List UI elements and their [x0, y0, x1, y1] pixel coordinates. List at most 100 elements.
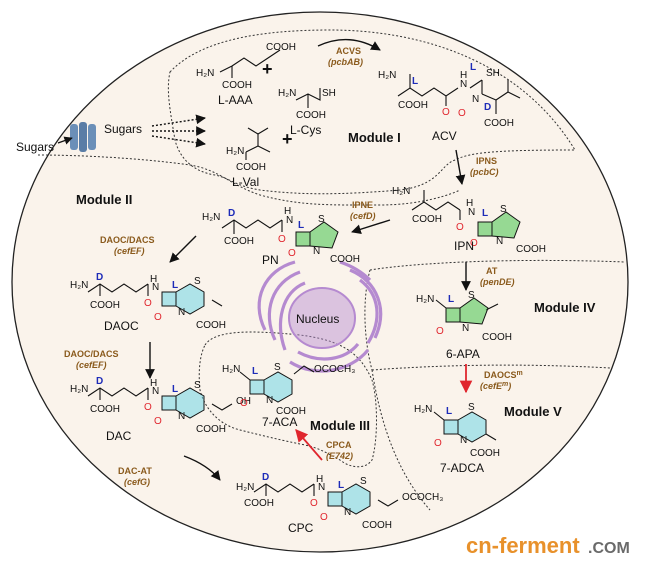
acv-label: ACV	[432, 129, 457, 143]
daocs-enzyme-name: DAOCS	[484, 370, 517, 380]
pn-cooh-right: COOH	[330, 254, 360, 265]
acv-stereo-d: D	[484, 102, 491, 113]
dac-cooh-right: COOH	[196, 424, 226, 435]
membrane-transporter-icon	[70, 122, 96, 152]
pn-n: N	[313, 246, 320, 257]
6-apa-label: 6-APA	[446, 347, 480, 361]
dac-at-arrow	[183, 455, 221, 481]
ipns-enzyme: IPNS	[476, 156, 497, 166]
module-iii-boundary	[198, 331, 377, 468]
ipns-gene: (pcbC)	[470, 167, 499, 177]
plus-sign-1: +	[262, 59, 273, 79]
plus-sign-2: +	[282, 129, 293, 149]
acv-n-2: N	[472, 94, 479, 105]
dac-sulfur: S	[194, 380, 201, 391]
module-iv-boundary	[369, 259, 626, 271]
l-val-amine: H₂N	[226, 146, 244, 157]
daocs-gene: (cefEm)	[480, 381, 511, 391]
7-aca-acetoxy: OCOCH₃	[314, 364, 355, 375]
cpc-dihydrothiazine-ring	[341, 483, 371, 515]
acv-carbonyl-1: O	[442, 107, 450, 118]
daoc-cooh-right: COOH	[196, 320, 226, 331]
module-i-boundary	[167, 29, 576, 195]
module-v-label: Module V	[504, 404, 562, 419]
cpc-cooh-right: COOH	[362, 520, 392, 531]
module-i-label: Module I	[348, 130, 401, 145]
daocs-gene-sup: m	[502, 381, 508, 388]
daoc-n: N	[178, 307, 185, 318]
l-aaa-structure	[219, 49, 281, 78]
module-ii-boundary	[37, 154, 461, 206]
6-apa-beta-lactam-ring	[445, 307, 461, 323]
7-adca-carbonyl: O	[434, 438, 442, 449]
sugar-flux-arrow-3	[151, 135, 206, 148]
acv-cooh-left: COOH	[398, 100, 428, 111]
6-apa-stereo-l: L	[448, 294, 454, 305]
nucleus-label: Nucleus	[296, 312, 339, 326]
watermark-main: cn-ferment	[466, 533, 580, 558]
l-val-cooh: COOH	[236, 162, 266, 173]
cpc-beta-lactam-ring	[327, 491, 343, 507]
l-aaa-amine: H₂N	[196, 68, 214, 79]
nucleus-organelle	[257, 260, 383, 373]
ipn-thiazolidine-ring	[491, 211, 521, 239]
dac-hydroxyl: OH	[236, 396, 251, 407]
cpc-sulfur: S	[360, 476, 367, 487]
7-aca-sulfur: S	[274, 362, 281, 373]
6-apa-cooh: COOH	[482, 332, 512, 343]
module-iii-label: Module III	[310, 418, 370, 433]
acvs-enzyme: ACVS	[336, 46, 361, 56]
dac-label: DAC	[106, 429, 132, 443]
ipn-sulfur: S	[500, 204, 507, 215]
pn-carbonyl-2: O	[288, 248, 296, 259]
7-aca-n: N	[266, 395, 273, 406]
pn-amide-n: N	[286, 215, 293, 226]
daoc-cooh-left: COOH	[90, 300, 120, 311]
pn-structure	[221, 219, 283, 234]
daoc-dacs-gene-1: (cefEF)	[114, 246, 145, 256]
l-cys-cooh: COOH	[296, 110, 326, 121]
7-aca-beta-lactam-ring	[249, 379, 265, 395]
acv-amide-n: N	[460, 79, 467, 90]
l-cys-label: L-Cys	[290, 123, 321, 137]
watermark-suffix: .COM	[588, 540, 630, 557]
cpc-amide-h: H	[316, 474, 323, 485]
daocs-gene-name: (cefE	[480, 381, 503, 391]
daoc-dihydrothiazine-ring	[175, 283, 205, 315]
ipn-structure	[411, 190, 461, 220]
ipn-amide-n: N	[468, 207, 475, 218]
dac-amine: H₂N	[70, 384, 88, 395]
cpc-stereo-d: D	[262, 472, 269, 483]
acv-amide-h: H	[460, 70, 467, 81]
6-apa-thiazolidine-ring	[459, 297, 489, 325]
cpc-acetoxy: OCOCH₃	[402, 492, 443, 503]
pn-stereo-l: L	[298, 220, 304, 231]
pn-sulfur: S	[318, 214, 325, 225]
daoc-stereo-d: D	[96, 272, 103, 283]
7-aca-dihydrothiazine-ring	[263, 371, 293, 403]
7-adca-stereo-l: L	[446, 406, 452, 417]
cpc-amide-n: N	[318, 482, 325, 493]
pn-carbonyl-1: O	[278, 234, 286, 245]
ipn-amine: H₂N	[392, 186, 410, 197]
ipns-arrow	[455, 149, 466, 185]
cpc-stereo-l: L	[338, 480, 344, 491]
daoc-structure	[87, 283, 223, 307]
cpc-carbonyl-2: O	[320, 512, 328, 523]
acv-stereo-l-1: L	[412, 76, 418, 87]
pn-thiazolidine-ring	[309, 221, 339, 249]
l-cys-structure	[295, 88, 321, 108]
7-adca-n: N	[460, 435, 467, 446]
7-aca-cooh: COOH	[276, 406, 306, 417]
ipn-beta-lactam-ring	[477, 221, 493, 237]
pn-label: PN	[262, 253, 279, 267]
daoc-carbonyl-2: O	[154, 312, 162, 323]
pn-amine: H₂N	[202, 212, 220, 223]
daoc-beta-lactam-ring	[161, 291, 177, 307]
acv-stereo-l-2: L	[470, 62, 476, 73]
module-iv-label: Module IV	[534, 300, 596, 315]
daoc-dacs-gene-2: (cefEF)	[76, 360, 107, 370]
dac-cooh-left: COOH	[90, 404, 120, 415]
cpc-n: N	[344, 507, 351, 518]
